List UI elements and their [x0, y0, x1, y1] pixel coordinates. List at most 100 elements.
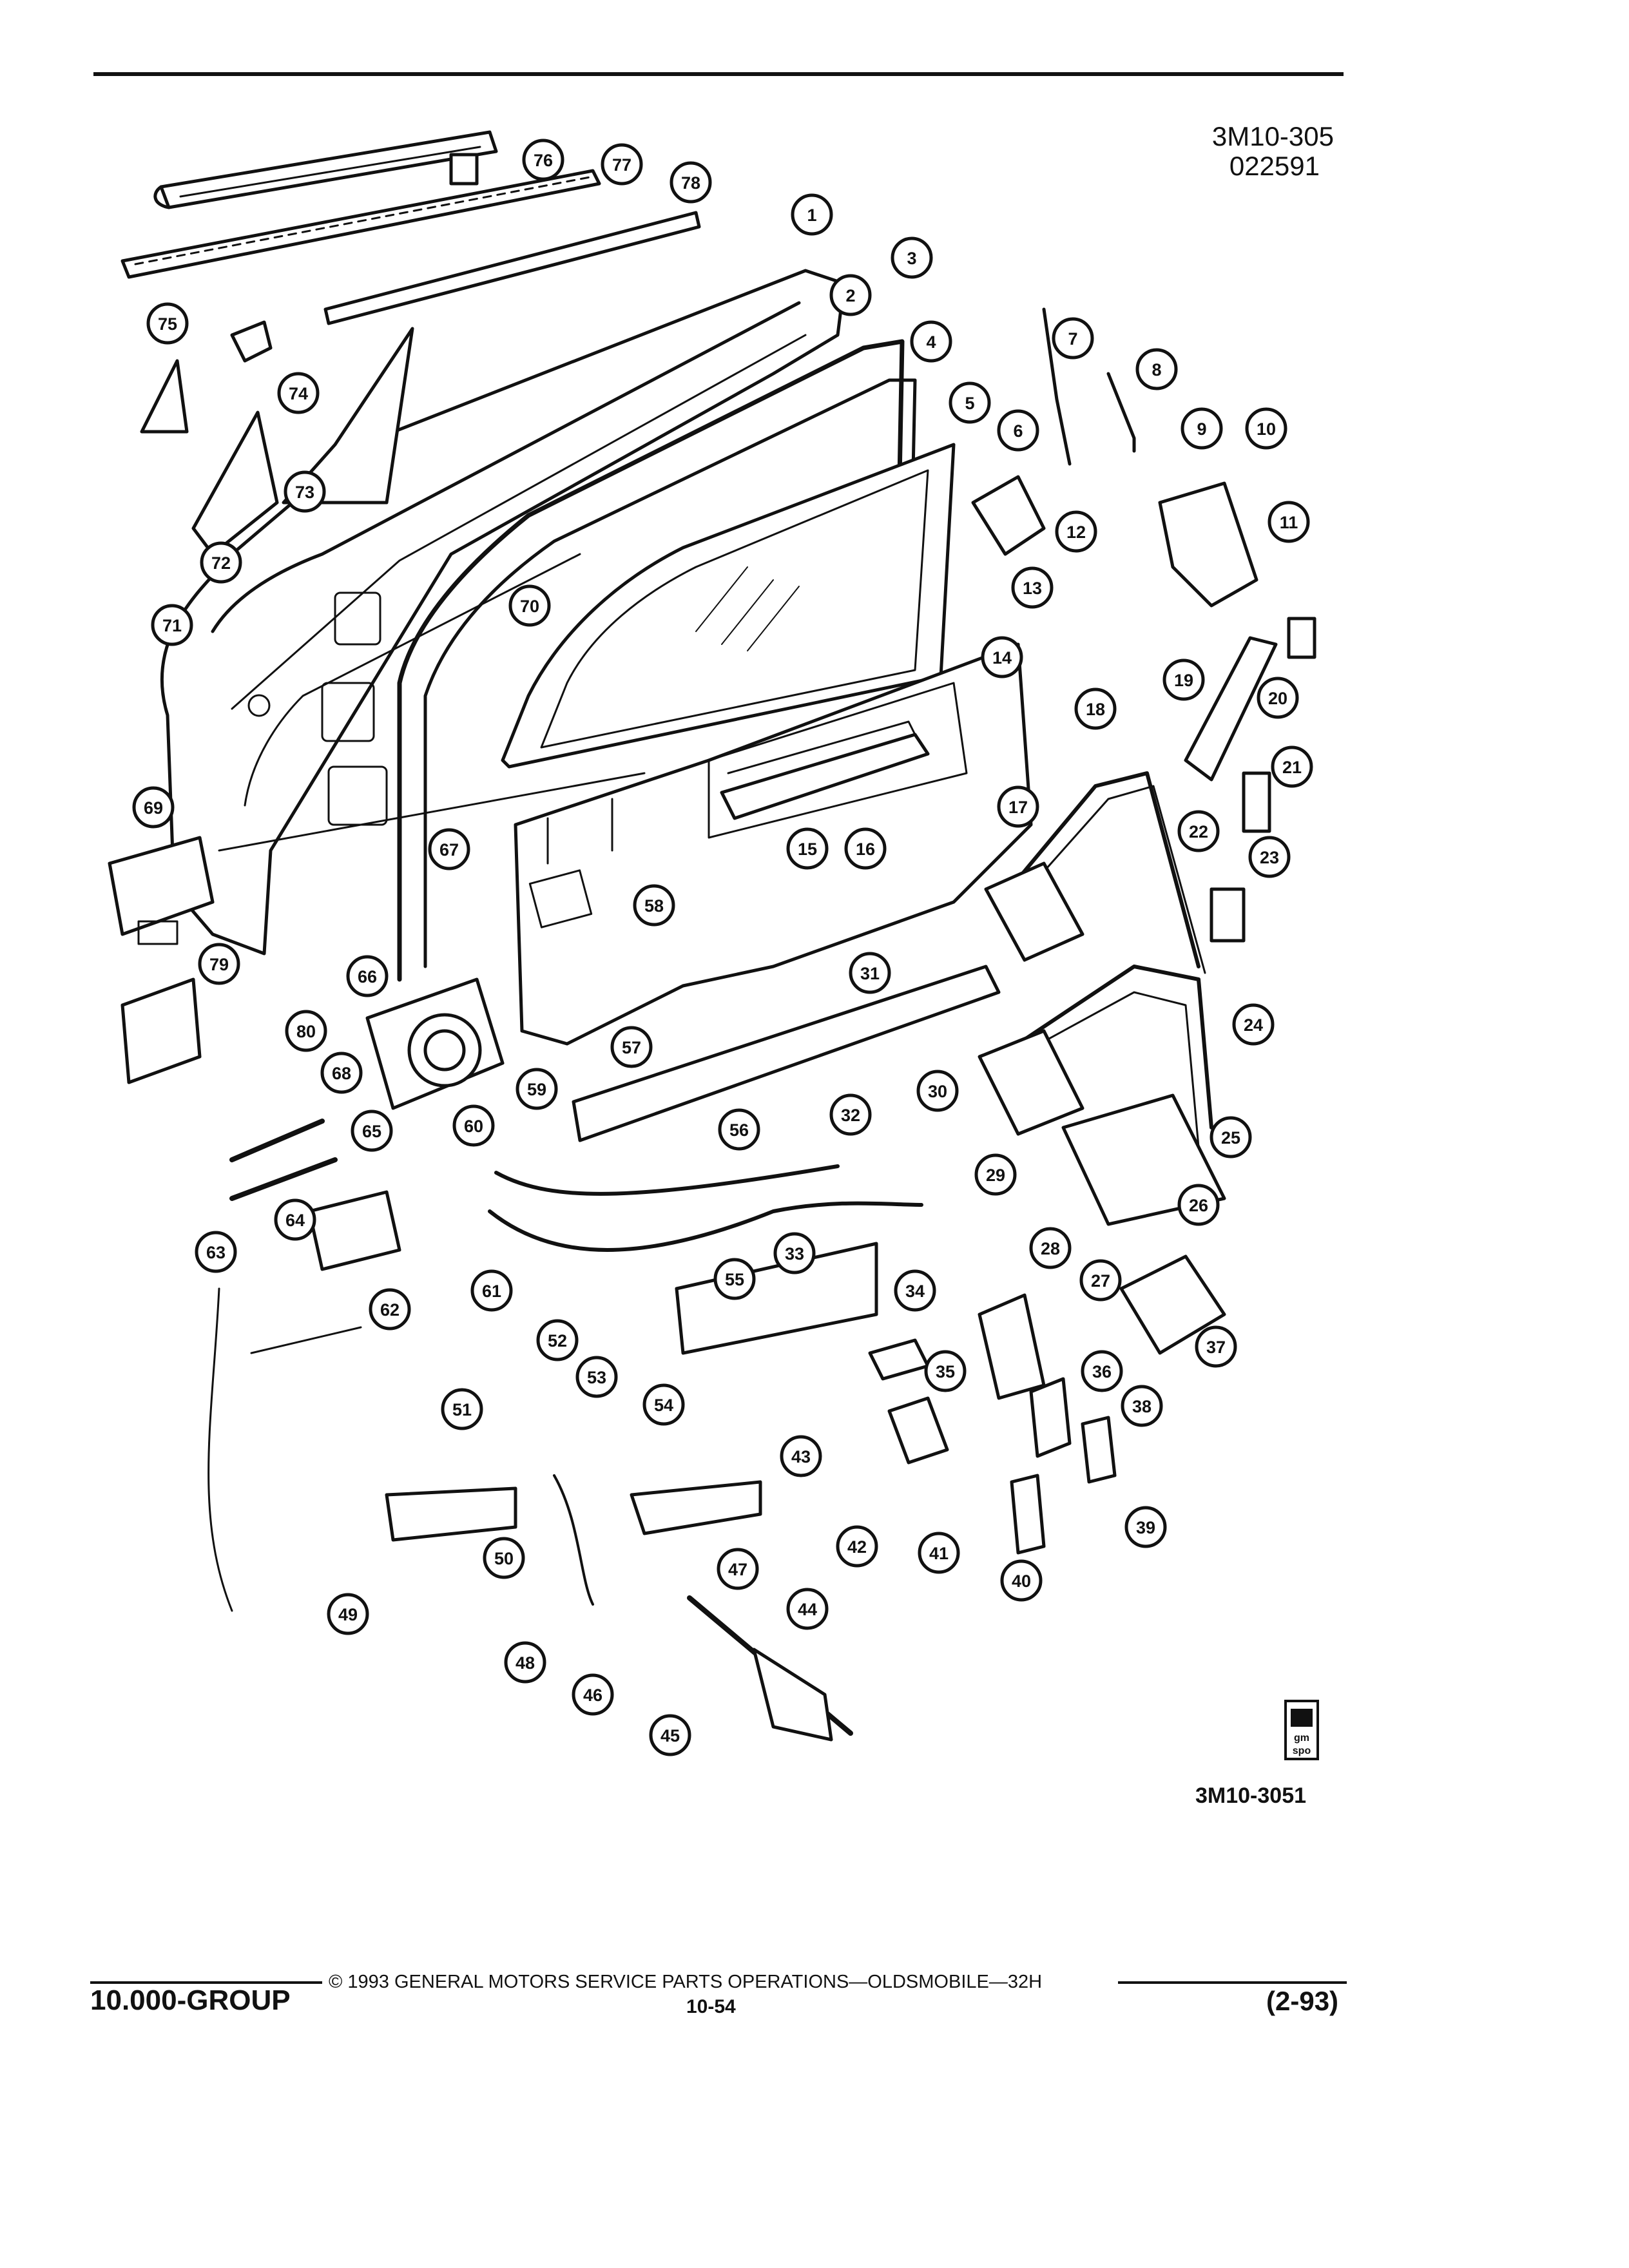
callout-15: 15	[786, 827, 829, 870]
footer-page-number: 10-54	[686, 1996, 736, 2017]
part-clip-23	[1210, 887, 1246, 943]
footer-date-code: (2-93)	[1266, 1986, 1339, 2016]
part-sill-molding	[572, 965, 1001, 1142]
callout-number: 66	[358, 967, 377, 986]
callout-circle	[1177, 810, 1220, 852]
callout-number: 46	[583, 1686, 602, 1705]
callout-68: 68	[320, 1052, 363, 1094]
callout-number: 10	[1257, 419, 1276, 439]
callout-number: 6	[1013, 421, 1023, 441]
callout-number: 63	[206, 1243, 226, 1262]
part-inner-strip	[323, 211, 701, 325]
callout-circle	[284, 470, 326, 513]
callout-number: 48	[516, 1653, 535, 1673]
callout-circle	[483, 1537, 525, 1579]
part-weatherstrip-outer	[153, 130, 498, 209]
callout-circle	[974, 1153, 1017, 1196]
callout-20: 20	[1257, 677, 1299, 719]
callout-number: 79	[209, 955, 229, 974]
callout-circle	[346, 955, 389, 997]
callout-number: 3	[907, 249, 916, 268]
callout-11: 11	[1268, 501, 1310, 543]
figure-id: 3M10-3051	[1195, 1783, 1307, 1808]
callout-circle	[713, 1258, 756, 1300]
callout-circle	[1271, 745, 1313, 788]
callout-24: 24	[1232, 1003, 1275, 1046]
callout-number: 49	[338, 1605, 358, 1624]
callout-number: 30	[928, 1082, 947, 1101]
callout-78: 78	[670, 161, 712, 204]
part-rod-7	[1042, 307, 1072, 466]
part-molding-strip	[120, 169, 601, 279]
callout-43: 43	[780, 1435, 822, 1477]
callout-42: 42	[836, 1525, 878, 1568]
callout-circle	[452, 1104, 495, 1147]
callout-circle	[916, 1070, 959, 1112]
callout-circle	[1268, 501, 1310, 543]
callout-circle	[285, 1010, 327, 1052]
callout-circle	[1162, 658, 1205, 701]
callout-number: 74	[289, 384, 308, 403]
callout-number: 72	[211, 553, 231, 573]
callout-3: 3	[891, 236, 933, 279]
callout-64: 64	[274, 1198, 316, 1241]
callout-number: 12	[1066, 523, 1086, 542]
callout-27: 27	[1079, 1259, 1122, 1302]
callout-number: 45	[660, 1726, 680, 1745]
callout-circle	[1257, 677, 1299, 719]
callout-26: 26	[1177, 1184, 1220, 1226]
callout-number: 26	[1189, 1196, 1208, 1215]
callout-number: 2	[845, 286, 855, 305]
callout-number: 33	[785, 1244, 804, 1264]
callout-circle	[891, 236, 933, 279]
callout-57: 57	[610, 1026, 653, 1068]
callout-30: 30	[916, 1070, 959, 1112]
callout-52: 52	[536, 1319, 579, 1361]
callout-circle	[575, 1356, 618, 1398]
callout-circle	[536, 1319, 579, 1361]
doc-code-line-1: 3M10-305	[1211, 121, 1334, 151]
part-actuator-37	[1119, 1254, 1226, 1355]
callout-number: 22	[1189, 822, 1208, 841]
callout-number: 35	[936, 1362, 955, 1381]
callout-60: 60	[452, 1104, 495, 1147]
callout-number: 29	[986, 1166, 1005, 1185]
callout-number: 14	[992, 648, 1012, 668]
part-bracket-34	[868, 1338, 930, 1381]
callout-circle	[470, 1269, 513, 1312]
callout-51: 51	[441, 1388, 483, 1430]
callout-number: 20	[1268, 689, 1287, 708]
callout-number: 68	[332, 1064, 351, 1083]
callout-58: 58	[633, 884, 675, 927]
callout-circle	[649, 1714, 691, 1756]
callout-9: 9	[1181, 407, 1223, 450]
callout-circle	[1248, 836, 1291, 878]
callout-circle	[504, 1641, 546, 1684]
callout-circle	[327, 1593, 369, 1635]
part-channel-19	[1184, 636, 1278, 782]
callout-16: 16	[844, 827, 887, 870]
callout-14: 14	[981, 636, 1023, 678]
callout-54: 54	[642, 1383, 685, 1426]
callout-12: 12	[1055, 510, 1097, 553]
callout-66: 66	[346, 955, 389, 997]
callout-23: 23	[1248, 836, 1291, 878]
callout-circle	[1245, 407, 1287, 450]
part-handle-47	[630, 1480, 762, 1535]
callout-number: 13	[1023, 579, 1042, 598]
callout-circle	[997, 409, 1039, 452]
callout-4: 4	[910, 320, 952, 363]
callout-number: 32	[841, 1106, 860, 1125]
part-rod-55	[488, 1201, 923, 1252]
callout-circle	[1210, 1116, 1252, 1158]
callout-31: 31	[849, 952, 891, 994]
callout-circle	[718, 1108, 760, 1151]
callout-circle	[786, 1588, 829, 1630]
callout-number: 78	[681, 173, 700, 193]
callout-circle	[829, 1093, 872, 1136]
callout-72: 72	[200, 541, 242, 584]
callout-number: 15	[798, 840, 817, 859]
callout-45: 45	[649, 1714, 691, 1756]
callout-circle	[508, 584, 551, 627]
